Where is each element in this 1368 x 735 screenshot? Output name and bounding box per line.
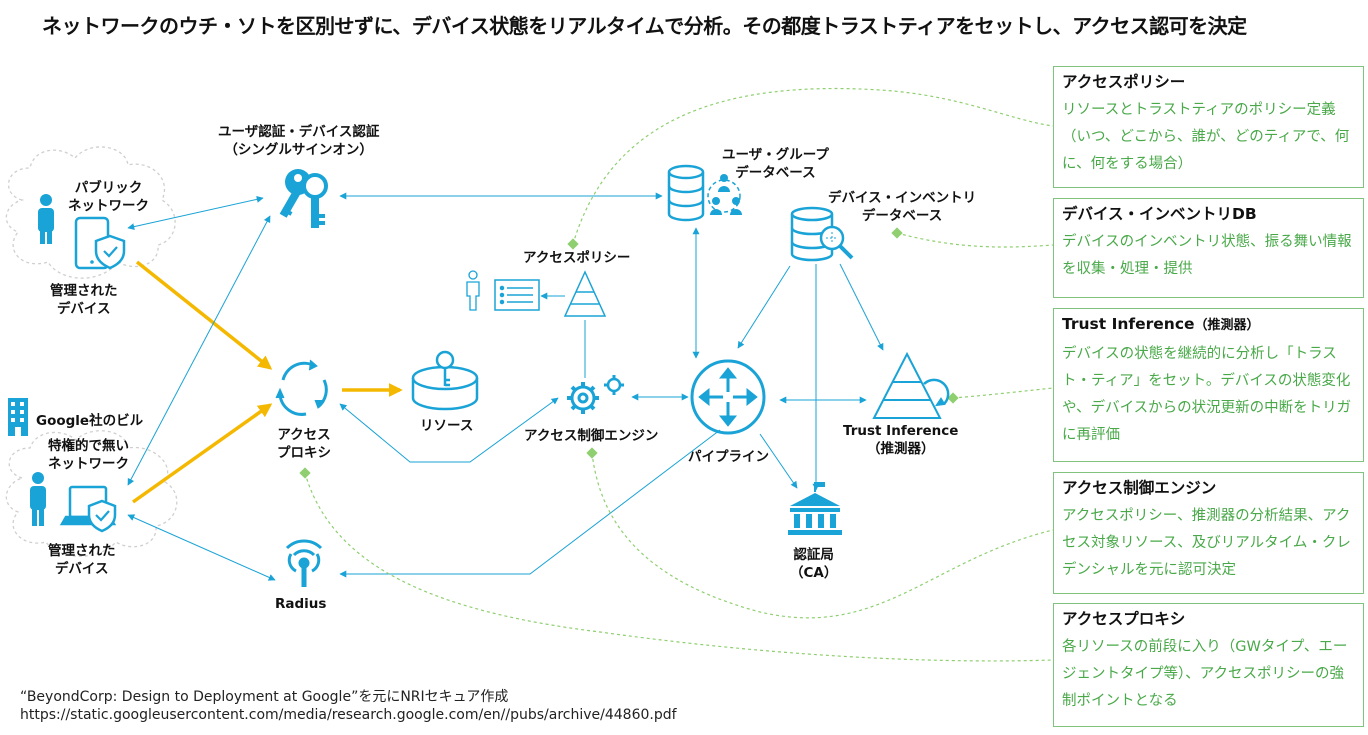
info-box-title: Trust Inference（推測器） — [1062, 313, 1355, 337]
pyramid-icon — [563, 270, 607, 317]
info-box-title: アクセス制御エンジン — [1062, 479, 1217, 497]
trust-pyramid-icon — [872, 351, 950, 419]
office-building-icon — [8, 398, 28, 436]
info-box-body: デバイスのインベントリ状態、振る舞い情報を収集・処理・提供 — [1062, 234, 1352, 277]
info-box-title-note: （推測器） — [1194, 318, 1260, 333]
yellow-flow-arrows — [131, 260, 403, 504]
database-icon — [667, 164, 705, 222]
person-icon — [38, 194, 54, 244]
database-search-icon — [790, 206, 854, 262]
info-box-trust-inference: Trust Inference（推測器） デバイスの状態を継続的に分析し「トラス… — [1053, 308, 1364, 462]
cloud-icon — [5, 146, 176, 279]
sync-arrows-icon — [275, 359, 328, 416]
router-icon — [690, 359, 766, 435]
user-group-icon — [707, 174, 742, 215]
label-device-inventory-db: デバイス・インベントリ データベース — [828, 190, 977, 224]
label-radius: Radius — [275, 596, 327, 612]
key-cylinder-icon — [411, 350, 479, 411]
info-box-body: アクセスポリシー、推測器の分析結果、アクセス対象リソース、及びリアルタイム・クレ… — [1062, 508, 1351, 578]
label-managed-device-1: 管理された デバイス — [50, 283, 118, 317]
label-user-group-db: ユーザ・グループ データベース — [722, 147, 829, 181]
label-public-network: パブリック ネットワーク — [68, 180, 149, 214]
form-list-icon — [494, 279, 540, 311]
info-box-access-proxy: アクセスプロキシ 各リソースの前段に入り（GWタイプ、エージェントタイプ等）、ア… — [1053, 603, 1364, 727]
label-access-proxy: アクセス プロキシ — [277, 427, 331, 461]
label-private-network: 特権的で無い ネットワーク — [48, 438, 129, 472]
info-box-access-policy: アクセスポリシー リソースとトラストティアのポリシー定義 （いつ、どこから、誰が… — [1053, 66, 1364, 188]
cloud-icon — [5, 430, 178, 557]
broadcast-antenna-icon — [285, 539, 323, 587]
label-ca: 認証局 （CA） — [790, 547, 838, 581]
info-box-body: リソースとトラストティアのポリシー定義 （いつ、どこから、誰が、どのティアで、何… — [1062, 102, 1350, 172]
source-citation: “BeyondCorp: Design to Deployment at Goo… — [20, 689, 509, 705]
info-box-title: アクセスプロキシ — [1062, 610, 1186, 628]
info-box-title: アクセスポリシー — [1062, 73, 1186, 91]
gears-icon — [567, 375, 624, 414]
info-box-body: デバイスの状態を継続的に分析し「トラスト・ティア」をセット。デバイスの状態変化や… — [1062, 346, 1352, 443]
source-url: https://static.googleusercontent.com/med… — [20, 707, 677, 723]
label-access-policy: アクセスポリシー — [523, 250, 631, 266]
shield-check-icon — [87, 499, 117, 533]
callout-lines — [304, 87, 1054, 662]
page-title: ネットワークのウチ・ソトを区別せずに、デバイス状態をリアルタイムで分析。その都度… — [42, 14, 1247, 38]
info-box-access-engine: アクセス制御エンジン アクセスポリシー、推測器の分析結果、アクセス対象リソース、… — [1053, 472, 1364, 594]
keys-icon — [279, 169, 328, 228]
label-pipeline: パイプライン — [688, 449, 769, 465]
label-sso: ユーザ認証・デバイス認証 （シングルサインオン） — [218, 124, 380, 158]
label-resource: リソース — [420, 418, 474, 434]
callout-markers — [299, 227, 959, 479]
label-building: Google社のビル — [36, 413, 144, 429]
info-box-device-inventory: デバイス・インベントリDB デバイスのインベントリ状態、振る舞い情報を収集・処理… — [1053, 198, 1364, 298]
label-access-engine: アクセス制御エンジン — [524, 428, 659, 444]
info-box-title-main: Trust Inference — [1062, 315, 1195, 333]
person-icon — [30, 472, 46, 526]
info-box-body: 各リソースの前段に入り（GWタイプ、エージェントタイプ等）、アクセスポリシーの強… — [1062, 639, 1348, 709]
bank-building-icon — [788, 482, 842, 535]
person-icon — [466, 270, 480, 311]
connection-lines — [127, 192, 884, 581]
label-trust-inference: Trust Inference （推測器） — [843, 423, 959, 457]
shield-check-icon — [94, 234, 126, 270]
info-box-title: デバイス・インベントリDB — [1062, 205, 1257, 223]
label-managed-device-2: 管理された デバイス — [48, 543, 116, 577]
